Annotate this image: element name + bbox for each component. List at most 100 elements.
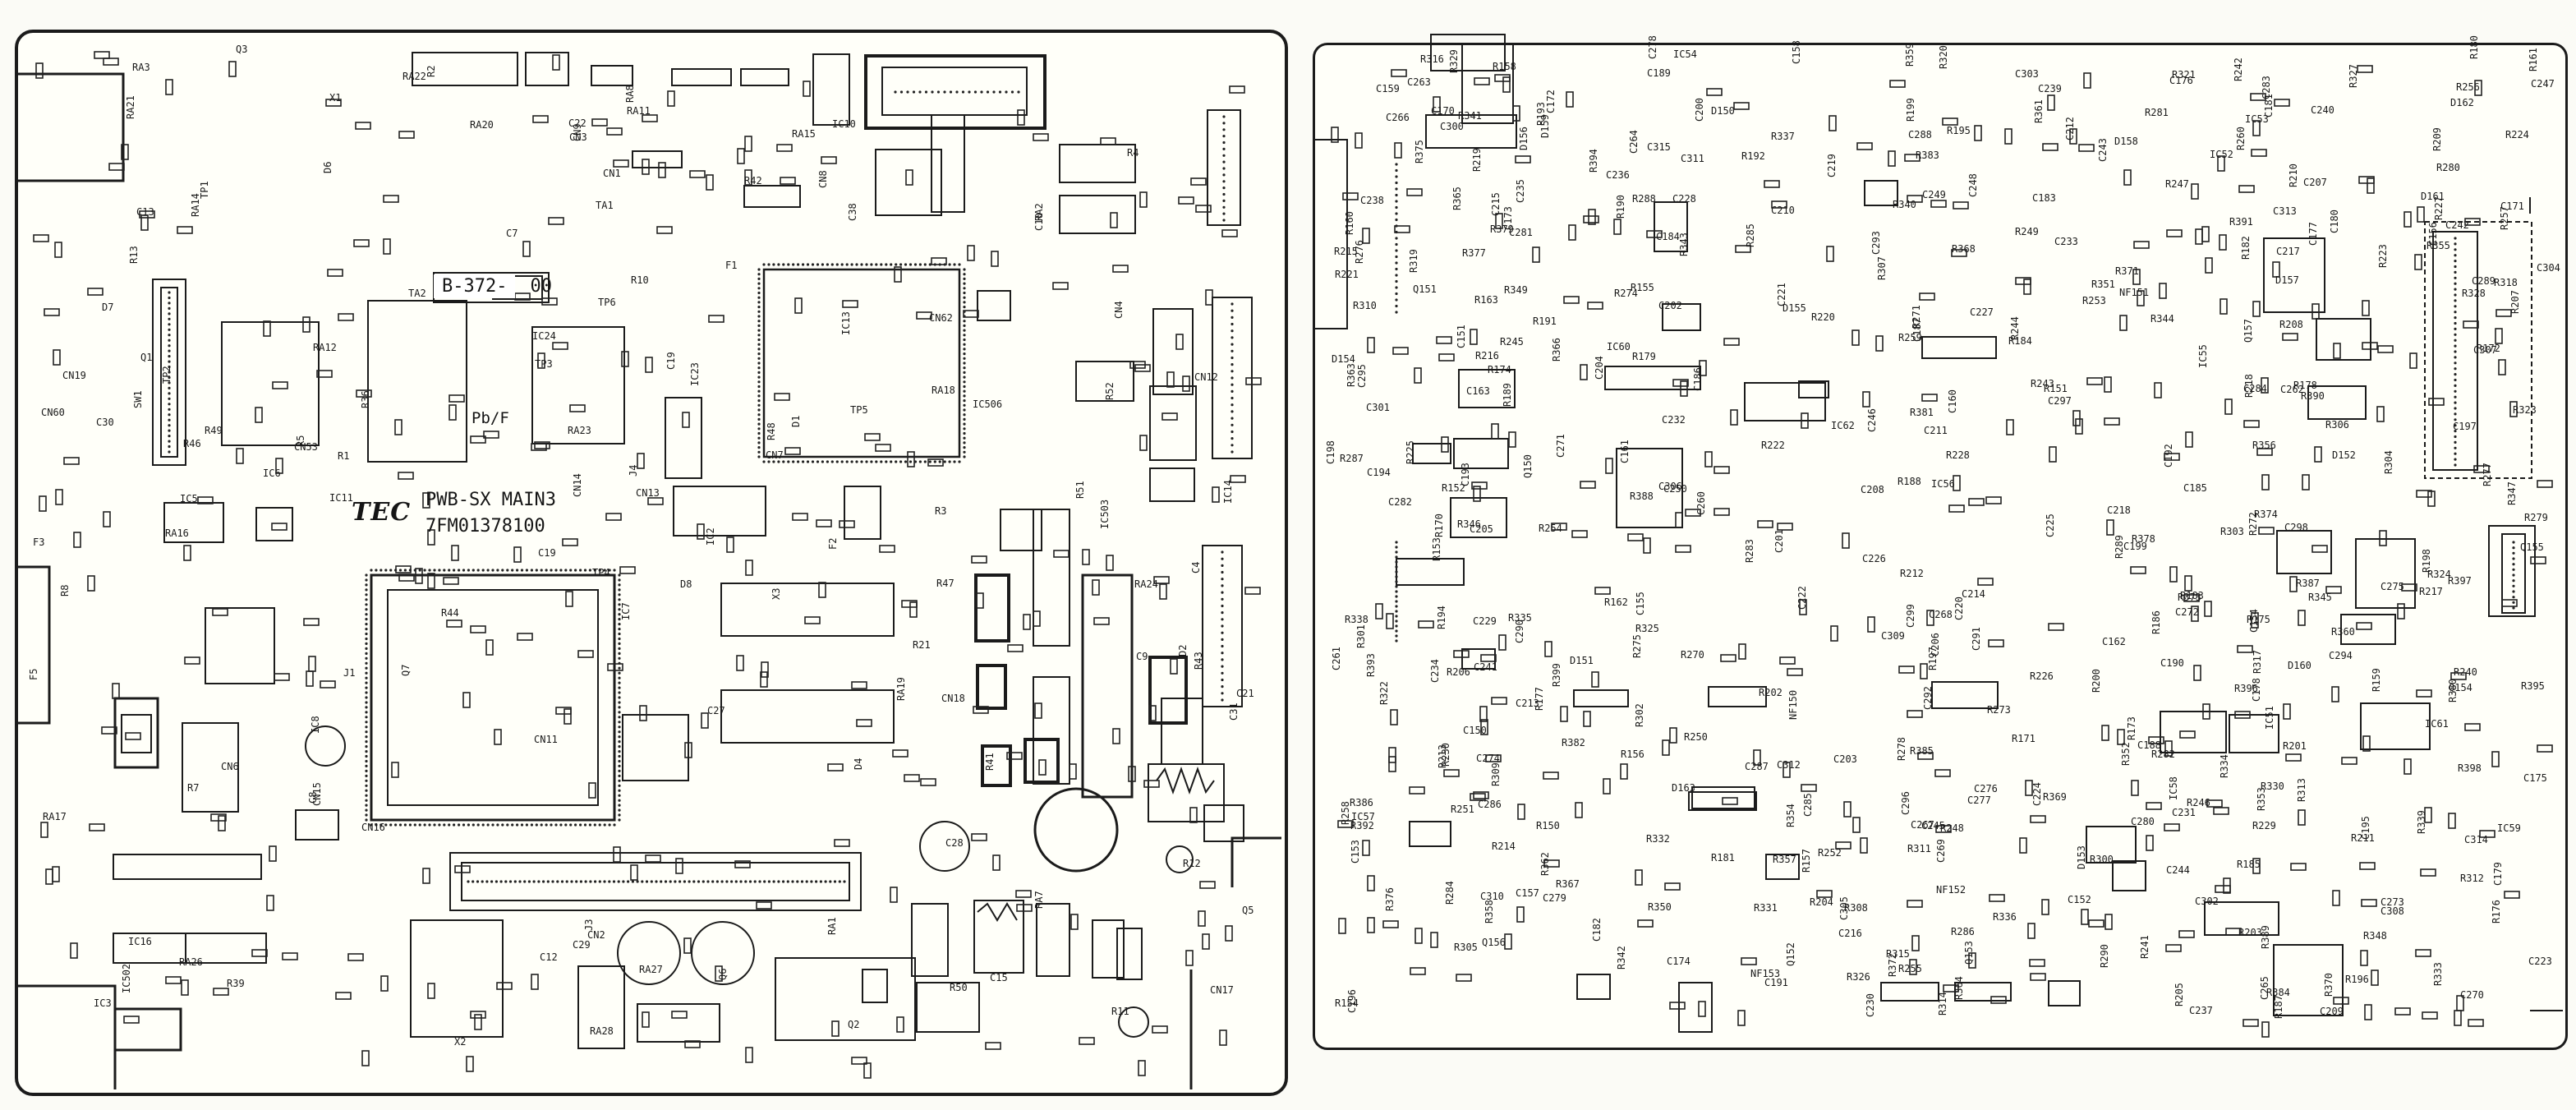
sub-label-r197: R197 xyxy=(1927,647,1939,670)
main-smd-pad xyxy=(890,887,898,903)
ic-pin xyxy=(811,263,815,266)
sub-smd-pad xyxy=(1737,1010,1746,1026)
sub-label-d151: D151 xyxy=(1570,655,1594,666)
sub-smd-pad xyxy=(2131,780,2139,796)
sub-label-r246: R246 xyxy=(2187,797,2210,808)
ic-pin xyxy=(805,880,808,883)
sub-smd-pad xyxy=(1875,335,1884,352)
sub-smd-pad xyxy=(1714,508,1730,516)
sub-label-r203: R203 xyxy=(2238,927,2262,938)
ic-pin xyxy=(963,343,966,346)
sub-label-c315: C315 xyxy=(1647,141,1671,153)
main-smd-pad xyxy=(892,749,908,758)
ic-pin xyxy=(963,352,966,356)
main-smd-pad xyxy=(335,992,352,1000)
ic-pin xyxy=(1230,410,1234,413)
ic-pin xyxy=(923,460,927,463)
ic-pin xyxy=(365,813,368,817)
ic-pin xyxy=(963,282,966,285)
ic-pin xyxy=(2454,305,2457,308)
sub-label-r177: R177 xyxy=(1534,687,1545,711)
sub-label-c243: C243 xyxy=(2097,138,2109,162)
main-label-r5: R5 xyxy=(295,435,306,447)
main-smd-pad xyxy=(1175,334,1184,350)
ic-pin xyxy=(963,385,966,389)
main-smd-pad xyxy=(736,655,744,671)
ic-pin xyxy=(618,637,621,641)
main-smd-pad xyxy=(818,582,826,598)
main-smd-pad xyxy=(864,433,881,441)
ic-pin xyxy=(2454,446,2457,449)
main-smd-pad xyxy=(683,937,692,954)
sub-smd-pad xyxy=(1968,952,1976,969)
ic-pin xyxy=(365,789,368,792)
sub-label-r229: R229 xyxy=(2252,820,2276,831)
sub-label-r378: R378 xyxy=(2132,533,2155,545)
sub-smd-pad xyxy=(1816,890,1833,898)
sub-smd-pad xyxy=(2184,575,2192,592)
ic-pin xyxy=(2454,339,2457,342)
sub-smd-pad xyxy=(1643,537,1651,554)
sub-smd-pad xyxy=(2283,703,2291,720)
sub-smd-pad xyxy=(2006,419,2014,435)
sub-label-r175: R175 xyxy=(2247,614,2270,625)
sub-label-c241: C241 xyxy=(1474,661,1497,673)
sub-label-c208: C208 xyxy=(1861,484,1884,495)
ic-pin xyxy=(734,880,738,883)
sub-label-r386: R386 xyxy=(1350,797,1373,808)
main-smd-pad xyxy=(125,732,141,740)
ic-pin xyxy=(1395,279,1398,283)
ic-pin xyxy=(1017,90,1020,94)
sub-label-c295: C295 xyxy=(1356,364,1368,388)
ic-pin xyxy=(462,823,466,827)
main-smd-pad xyxy=(842,300,858,308)
ic-pin xyxy=(542,880,545,883)
ic-pin xyxy=(618,784,621,787)
sub-label-r226: R226 xyxy=(2030,670,2054,682)
sub-label-r340: R340 xyxy=(1893,199,1916,210)
ic-pin xyxy=(963,362,966,365)
ic-pin xyxy=(870,263,873,266)
main-smd-pad xyxy=(784,447,801,455)
ic-pin xyxy=(608,823,611,827)
sub-label-c234: C234 xyxy=(1429,659,1441,683)
ic-pin xyxy=(598,880,601,883)
ic-pin xyxy=(1222,154,1226,157)
sub-smd-pad xyxy=(2137,290,2145,306)
main-smd-pad xyxy=(282,952,298,960)
ic-pin xyxy=(622,880,625,883)
sub-label-r365: R365 xyxy=(1451,187,1463,210)
ic-pin xyxy=(537,880,540,883)
ic-pin xyxy=(559,823,563,827)
sub-label-nf153: NF153 xyxy=(1750,968,1780,979)
main-smd-pad xyxy=(54,242,62,258)
sub-label-c292: C292 xyxy=(1922,686,1934,710)
ic-pin xyxy=(963,329,966,332)
ic-pin xyxy=(1222,173,1226,177)
ic-pin xyxy=(617,880,620,883)
ic-pin xyxy=(899,460,903,463)
sub-label-c304: C304 xyxy=(2537,262,2560,274)
ic-pin xyxy=(168,312,171,315)
sub-smd-pad xyxy=(1764,180,1780,188)
ic-pin xyxy=(890,460,893,463)
main-label-j4: J4 xyxy=(628,465,639,477)
ic-pin xyxy=(516,569,519,572)
sub-label-r244: R244 xyxy=(2009,316,2021,340)
main-smd-pad xyxy=(470,625,486,633)
main-smd-pad xyxy=(213,988,229,996)
sub-smd-pad xyxy=(1390,709,1398,725)
sub-smd-pad xyxy=(2272,261,2280,278)
ic-pin xyxy=(1395,261,1398,265)
sub-label-r321: R321 xyxy=(2172,69,2196,81)
sub-smd-pad xyxy=(1355,132,1363,149)
ic-pin xyxy=(168,418,171,421)
ic-pin xyxy=(875,460,878,463)
sub-label-c283: C283 xyxy=(2261,76,2272,99)
sub-smd-pad xyxy=(2213,807,2229,815)
ic-pin xyxy=(365,745,368,748)
ic-pin xyxy=(1395,168,1398,173)
ic-pin xyxy=(963,301,966,304)
main-smd-pad xyxy=(228,61,237,77)
sub-smd-pad xyxy=(2325,586,2342,594)
